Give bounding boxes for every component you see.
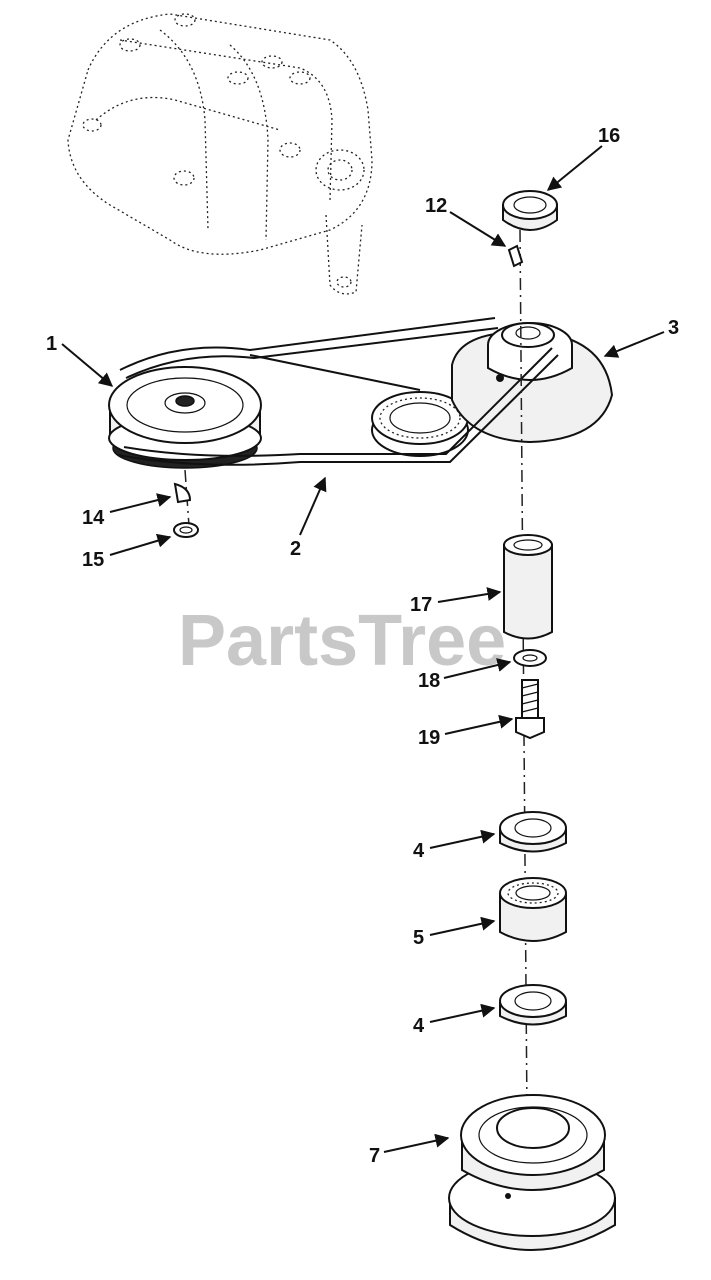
callout-12: 12 xyxy=(425,195,447,217)
pulley-housing-3 xyxy=(451,322,614,444)
key-12 xyxy=(507,244,524,268)
idler-pulley xyxy=(371,391,469,457)
bearing-4-upper xyxy=(499,811,567,853)
watermark-text: PartsTree xyxy=(178,601,506,681)
callout-7: 7 xyxy=(369,1145,380,1167)
callout-4b: 4 xyxy=(413,1015,425,1037)
woodruff-key-14 xyxy=(173,482,192,504)
callout-4a: 4 xyxy=(413,840,425,862)
bolt-19 xyxy=(515,679,545,740)
bearing-16 xyxy=(502,190,558,231)
bearing-4-lower xyxy=(499,984,567,1026)
leader-lines xyxy=(61,145,665,1153)
v-belt-2 xyxy=(117,317,559,466)
drive-pulley-1 xyxy=(108,366,262,469)
spacer-17 xyxy=(503,534,553,640)
callout-18: 18 xyxy=(418,670,440,692)
callout-3: 3 xyxy=(668,317,679,339)
callout-15: 15 xyxy=(82,549,104,571)
callout-14: 14 xyxy=(82,507,105,529)
hub-pulley-7 xyxy=(448,1094,616,1251)
retaining-ring-15 xyxy=(173,522,199,538)
callout-16: 16 xyxy=(598,125,620,147)
callout-1: 1 xyxy=(46,333,57,355)
washer-18 xyxy=(513,649,547,667)
needle-bearing-5 xyxy=(499,877,567,942)
callout-19: 19 xyxy=(418,727,440,749)
callout-2: 2 xyxy=(290,538,301,560)
callout-17: 17 xyxy=(410,594,432,616)
callout-5: 5 xyxy=(413,927,424,949)
transmission-outline xyxy=(67,13,373,295)
assembly-axis xyxy=(519,229,528,1116)
